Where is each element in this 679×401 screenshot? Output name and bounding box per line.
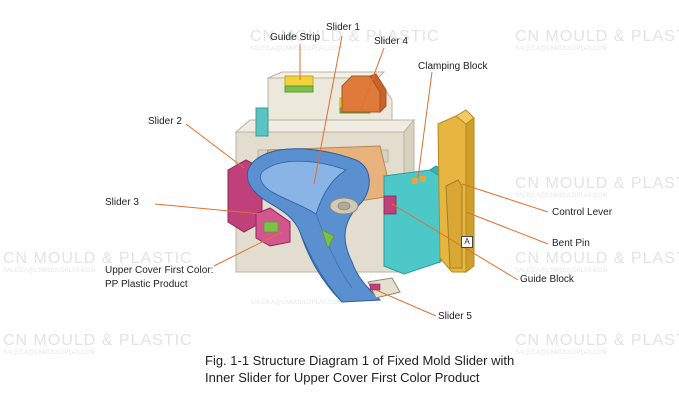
upper-cover-product — [246, 148, 382, 303]
caption-line-1: Fig. 1-1 Structure Diagram 1 of Fixed Mo… — [205, 353, 515, 368]
label-clamping-block: Clamping Block — [418, 61, 488, 72]
leader-lines — [154, 35, 549, 317]
watermark-subtext: SALES.A@CNMOULDPLAS.COM — [250, 46, 343, 52]
watermark: CN MOULD & PLASTIC — [515, 332, 679, 349]
slider-4 — [341, 73, 387, 114]
label-slider-3: Slider 3 — [105, 197, 139, 208]
leader-upper-cover — [213, 231, 283, 267]
label-guide-block: Guide Block — [520, 274, 574, 285]
leader-slider-2 — [185, 123, 245, 169]
figure-caption: Fig. 1-1 Structure Diagram 1 of Fixed Mo… — [205, 352, 605, 386]
label-guide-strip: Guide Strip — [270, 32, 321, 43]
leader-bent-pin — [465, 211, 549, 245]
watermark-subtext: SALES.A@CNMOULDPLAS.COM — [515, 268, 608, 274]
watermark-subtext: SALES.A@CNMOULDPLAS.COM — [250, 300, 343, 306]
leader-slider-3 — [154, 203, 263, 215]
watermark: CN MOULD & PLASTIC — [515, 250, 679, 267]
marker-a: A — [461, 236, 473, 248]
leader-slider-5 — [375, 289, 437, 317]
watermark: CN MOULD & PLASTIC — [3, 250, 193, 267]
slider-5 — [367, 277, 401, 299]
label-bent-pin: Bent Pin — [552, 238, 590, 249]
label-control-lever: Control Lever — [552, 207, 613, 218]
watermark: CN MOULD & PLASTIC — [515, 28, 679, 45]
caption-line-2: Inner Slider for Upper Cover First Color… — [205, 370, 480, 385]
watermark: CN MOULD & PLASTIC — [3, 332, 193, 349]
leader-clamping-block — [417, 71, 433, 179]
label-slider-5: Slider 5 — [438, 311, 472, 322]
label-slider-2: Slider 2 — [148, 116, 182, 127]
leader-slider-4 — [359, 47, 385, 113]
label-slider-1: Slider 1 — [326, 22, 360, 33]
watermark-subtext: SALES.A@CNMOULDPLAS.COM — [3, 268, 96, 274]
watermark-subtext: SALES.A@CNMOULDPLAS.COM — [515, 46, 608, 52]
leader-slider-1 — [313, 35, 343, 185]
clamping-block — [383, 165, 447, 275]
watermark: CN MOULD & PLASTIC — [515, 175, 679, 192]
label-upper-cover-line2: PP Plastic Product — [105, 279, 188, 290]
bent-pin — [445, 179, 463, 269]
watermark-subtext: SALES.A@CNMOULDPLAS.COM — [3, 350, 96, 356]
leader-guide-block — [391, 203, 519, 281]
watermark-subtext: SALES.A@CNMOULDPLAS.COM — [515, 193, 608, 199]
label-slider-4: Slider 4 — [374, 36, 408, 47]
watermark-subtext: SALES.A@CNMOULDPLAS.COM — [515, 350, 608, 356]
leader-control-lever — [461, 183, 549, 213]
label-upper-cover-line1: Upper Cover First Color: — [105, 265, 214, 276]
watermark: CN MOULD & PLASTIC — [250, 28, 440, 45]
